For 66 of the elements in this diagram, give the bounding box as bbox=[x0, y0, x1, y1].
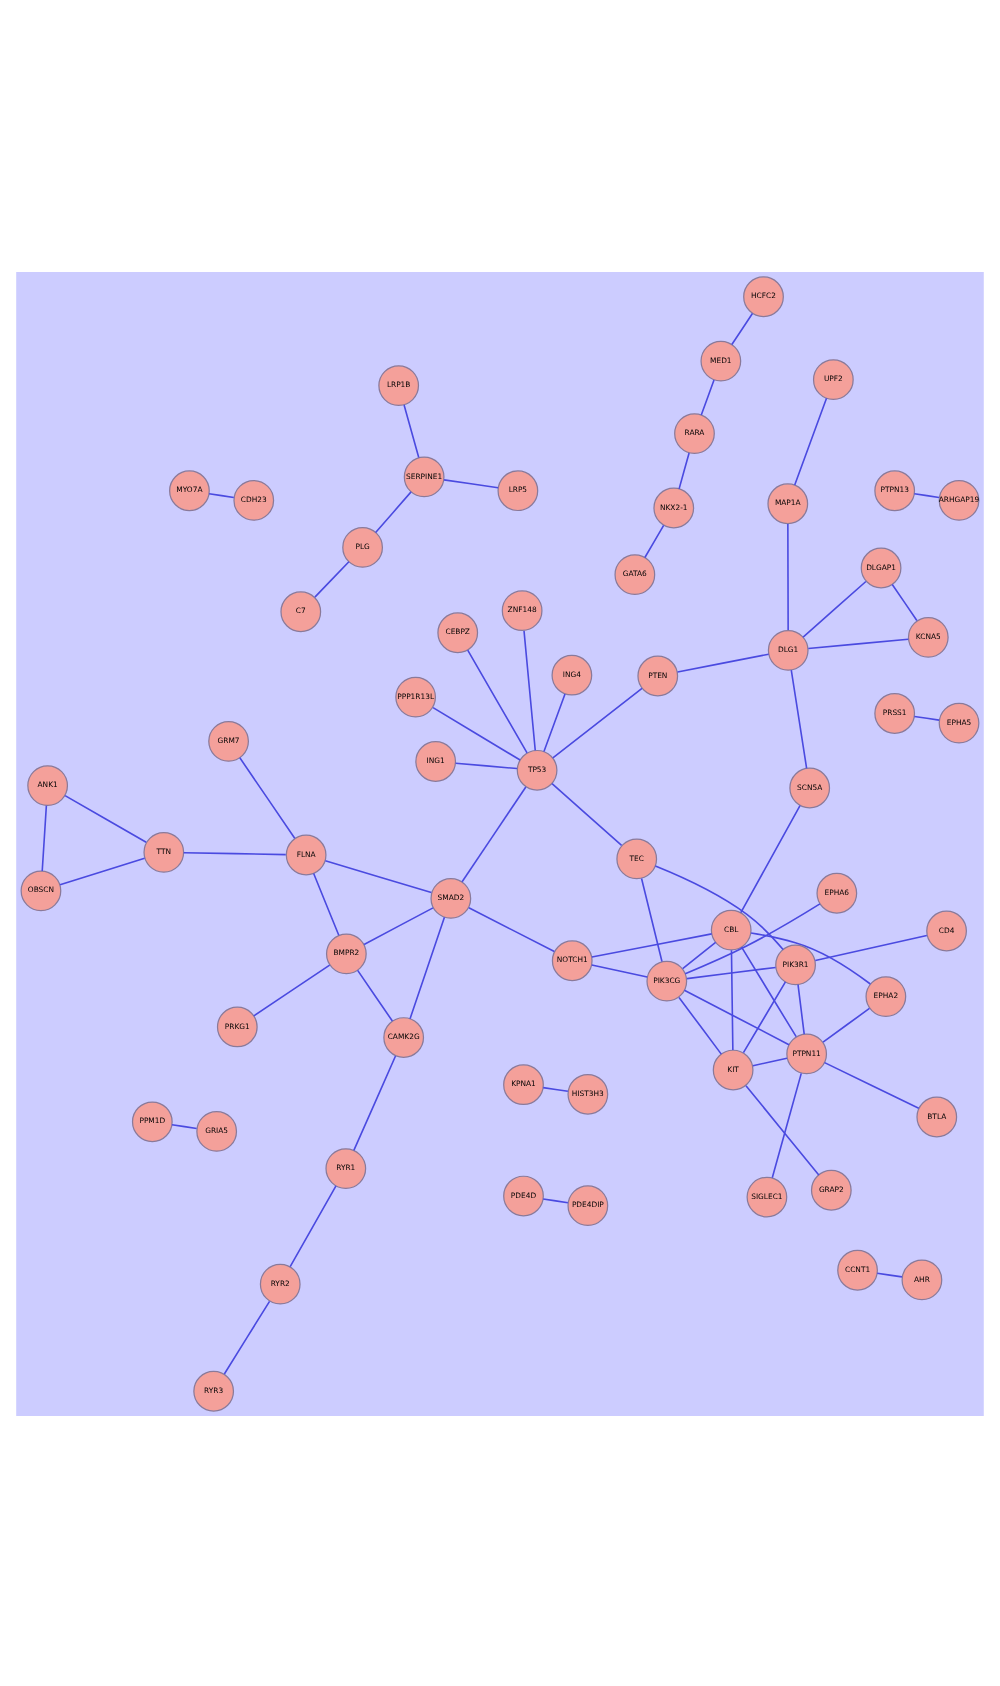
connector bbox=[700, 378, 715, 415]
connector bbox=[356, 968, 394, 1021]
connector bbox=[374, 490, 412, 533]
connector bbox=[771, 1071, 803, 1178]
connector bbox=[432, 705, 521, 760]
connector bbox=[676, 652, 770, 672]
connector bbox=[523, 629, 537, 751]
connector bbox=[876, 1271, 903, 1277]
connector bbox=[466, 648, 528, 753]
connector bbox=[683, 988, 790, 1045]
connector bbox=[802, 579, 867, 637]
connector bbox=[740, 945, 797, 1037]
connector bbox=[752, 1056, 788, 1066]
connector bbox=[891, 582, 918, 621]
connector bbox=[822, 1006, 871, 1042]
connector bbox=[542, 1085, 569, 1092]
connector bbox=[742, 980, 787, 1053]
connector bbox=[454, 761, 518, 769]
connector bbox=[790, 668, 808, 769]
connector bbox=[443, 478, 499, 488]
connector bbox=[468, 905, 556, 952]
connector bbox=[807, 637, 910, 649]
connector bbox=[745, 1083, 820, 1175]
connector bbox=[289, 1184, 337, 1267]
connector bbox=[208, 491, 235, 498]
connector bbox=[654, 864, 784, 950]
connector bbox=[171, 1122, 198, 1129]
connector bbox=[740, 803, 801, 913]
connector bbox=[644, 523, 665, 558]
connector bbox=[787, 522, 789, 630]
connector bbox=[793, 396, 828, 485]
connector bbox=[64, 793, 147, 842]
connector bbox=[913, 491, 940, 498]
connector bbox=[591, 963, 648, 977]
connector bbox=[823, 1060, 920, 1109]
connector bbox=[324, 858, 433, 893]
connector bbox=[730, 948, 734, 1050]
connector bbox=[182, 850, 287, 855]
connector bbox=[591, 932, 713, 957]
connector bbox=[681, 940, 717, 969]
connector bbox=[750, 931, 872, 984]
connector bbox=[239, 756, 296, 838]
connector bbox=[678, 995, 723, 1054]
connector bbox=[686, 965, 777, 979]
connector bbox=[353, 1054, 397, 1151]
connector bbox=[551, 781, 623, 846]
connector bbox=[403, 403, 420, 458]
connector bbox=[797, 982, 805, 1034]
connector bbox=[640, 876, 663, 962]
connector bbox=[223, 1299, 271, 1374]
connector bbox=[253, 963, 331, 1016]
connector bbox=[363, 906, 434, 945]
connector bbox=[552, 686, 643, 758]
connector bbox=[59, 856, 146, 885]
connector bbox=[543, 692, 566, 752]
connector bbox=[731, 311, 754, 345]
connector bbox=[314, 559, 350, 597]
connector bbox=[461, 785, 527, 882]
connector bbox=[41, 803, 48, 871]
connector bbox=[814, 933, 928, 961]
connector bbox=[913, 714, 940, 720]
connector bbox=[312, 871, 340, 936]
connector bbox=[684, 902, 821, 974]
connector bbox=[409, 915, 446, 1019]
connector bbox=[678, 451, 690, 489]
connector bbox=[542, 1197, 569, 1203]
